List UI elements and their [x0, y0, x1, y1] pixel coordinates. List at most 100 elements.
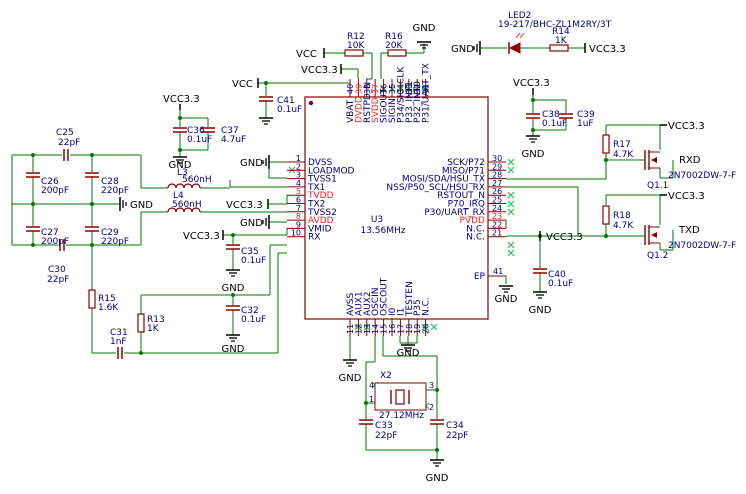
- c40-val: 0.1uF: [548, 279, 573, 289]
- ic-ref: U3: [371, 215, 383, 225]
- c39-capacitor: [559, 113, 573, 119]
- c27-ref: C27: [41, 228, 59, 238]
- c31-val: 1nF: [110, 337, 127, 347]
- pin-number: 27: [492, 179, 502, 188]
- pin-name: N.C.: [422, 297, 432, 316]
- pin-name: N.C.: [466, 224, 485, 234]
- pin-number: 3: [296, 171, 301, 180]
- r14-ref: R14: [552, 27, 570, 37]
- vcc33-label: VCC3.3: [226, 200, 263, 211]
- c29-capacitor: [85, 226, 99, 232]
- no-connect-stroke: [507, 241, 515, 249]
- r16-ref: R16: [385, 32, 403, 42]
- no-connect-mark: [430, 323, 438, 331]
- ground-icon: [226, 334, 240, 342]
- pin-number: 4: [296, 179, 301, 188]
- c32-ref: C32: [241, 306, 259, 316]
- pin-number: 41: [493, 267, 503, 276]
- x2-val: 27.12MHz: [379, 411, 424, 421]
- q12-val: 2N7002DW-7-F: [668, 241, 736, 251]
- pin-name: TVSS2: [307, 208, 337, 218]
- pin-name: TESTEN: [405, 281, 415, 317]
- c30-capacitor: [59, 239, 65, 251]
- c39-ref: C39: [577, 110, 595, 120]
- ground-icon: [417, 41, 431, 49]
- c38-val: 0.1uF: [542, 119, 567, 129]
- pin-name: MISO/P71: [442, 166, 485, 176]
- c35-capacitor: [226, 244, 240, 250]
- gnd-label: GND: [451, 44, 474, 55]
- r13-val: 1K: [147, 324, 160, 334]
- q11-val: 2N7002DW-7-F: [668, 171, 736, 181]
- led-ray: [519, 32, 525, 39]
- pin-number: 23: [492, 212, 502, 221]
- q11-ref: Q1.1: [647, 181, 668, 191]
- l4-val: 560nH: [172, 200, 202, 210]
- no-connect-mark: [507, 241, 515, 249]
- l3-ref: L3: [177, 168, 188, 178]
- pin-number: 36: [380, 84, 389, 94]
- pin-number: 35: [388, 84, 397, 94]
- pin-name: AUX2: [363, 291, 373, 316]
- l3-inductor: [167, 183, 201, 189]
- pin-name: P34/SIC_CLK: [396, 66, 406, 123]
- pin-name: P32_INT0: [413, 81, 423, 123]
- r13-ref: R13: [147, 315, 165, 325]
- pin-number: 11: [346, 324, 355, 334]
- q1-1-mosfet: [644, 150, 660, 170]
- pin-name: AVDD: [308, 216, 334, 226]
- pin-name: OSCIN: [371, 288, 381, 316]
- pin-name: I0: [388, 307, 398, 316]
- c29-ref: C29: [101, 228, 119, 238]
- x2-pin-number: 2: [429, 403, 434, 412]
- r13-resistor: [137, 313, 145, 333]
- pin-name: RSTPD_N: [363, 82, 373, 123]
- gnd-label: GND: [240, 218, 263, 229]
- pin-name: N.C.: [466, 233, 485, 243]
- pin-name: DVSS: [308, 158, 333, 168]
- no-connect-stroke: [507, 158, 515, 166]
- c28-ref: C28: [101, 177, 119, 187]
- l4-inductor: [167, 207, 201, 213]
- pin-number: 19: [413, 324, 422, 334]
- no-connect-mark: [507, 208, 515, 216]
- pin-number: 25: [492, 196, 502, 205]
- x2-pin-number: 3: [429, 381, 434, 390]
- gnd-label: GND: [413, 23, 436, 34]
- c36-capacitor: [173, 127, 187, 133]
- pin1-marker: [308, 100, 314, 106]
- wire-layer: [11, 44, 674, 460]
- component-layer: [26, 32, 667, 467]
- ground-icon: [259, 117, 273, 125]
- no-connect-stroke: [430, 323, 438, 331]
- gnd-label: GND: [426, 473, 449, 484]
- q1-2-mosfet: [644, 225, 660, 245]
- gnd-label: GND: [130, 200, 153, 211]
- pin-name: AUX1: [354, 291, 364, 316]
- r15-val: 1.6K: [98, 303, 119, 313]
- r17-resistor: [602, 134, 610, 154]
- c33-capacitor: [359, 419, 373, 425]
- pin-number: 39: [354, 84, 363, 94]
- vcc33-label: VCC3.3: [301, 65, 338, 76]
- c31-capacitor: [117, 347, 123, 359]
- c36-val: 0.1uF: [187, 135, 212, 145]
- ground-icon: [173, 156, 187, 164]
- ic-freq: 13.56MHz: [360, 226, 405, 236]
- vcc-label: VCC: [296, 49, 317, 60]
- junction-dot: [435, 388, 439, 392]
- c25-ref: C25: [56, 128, 74, 138]
- pin-name: LOADMOD: [308, 166, 355, 176]
- c31-ref: C31: [110, 328, 128, 338]
- x2-pin-number: 4: [369, 381, 374, 390]
- ground-icon: [473, 41, 481, 55]
- pin-name: I1: [396, 308, 406, 316]
- r15-ref: R15: [98, 294, 116, 304]
- pin-number: 24: [492, 204, 502, 213]
- pin-name: OSCOUT: [380, 277, 390, 316]
- no-connect-mark: [507, 158, 515, 166]
- pin-number: 7: [296, 204, 301, 213]
- pin-number: 34: [396, 84, 405, 94]
- vcc33-label: VCC3.3: [513, 78, 550, 89]
- no-connect-stroke: [507, 208, 515, 216]
